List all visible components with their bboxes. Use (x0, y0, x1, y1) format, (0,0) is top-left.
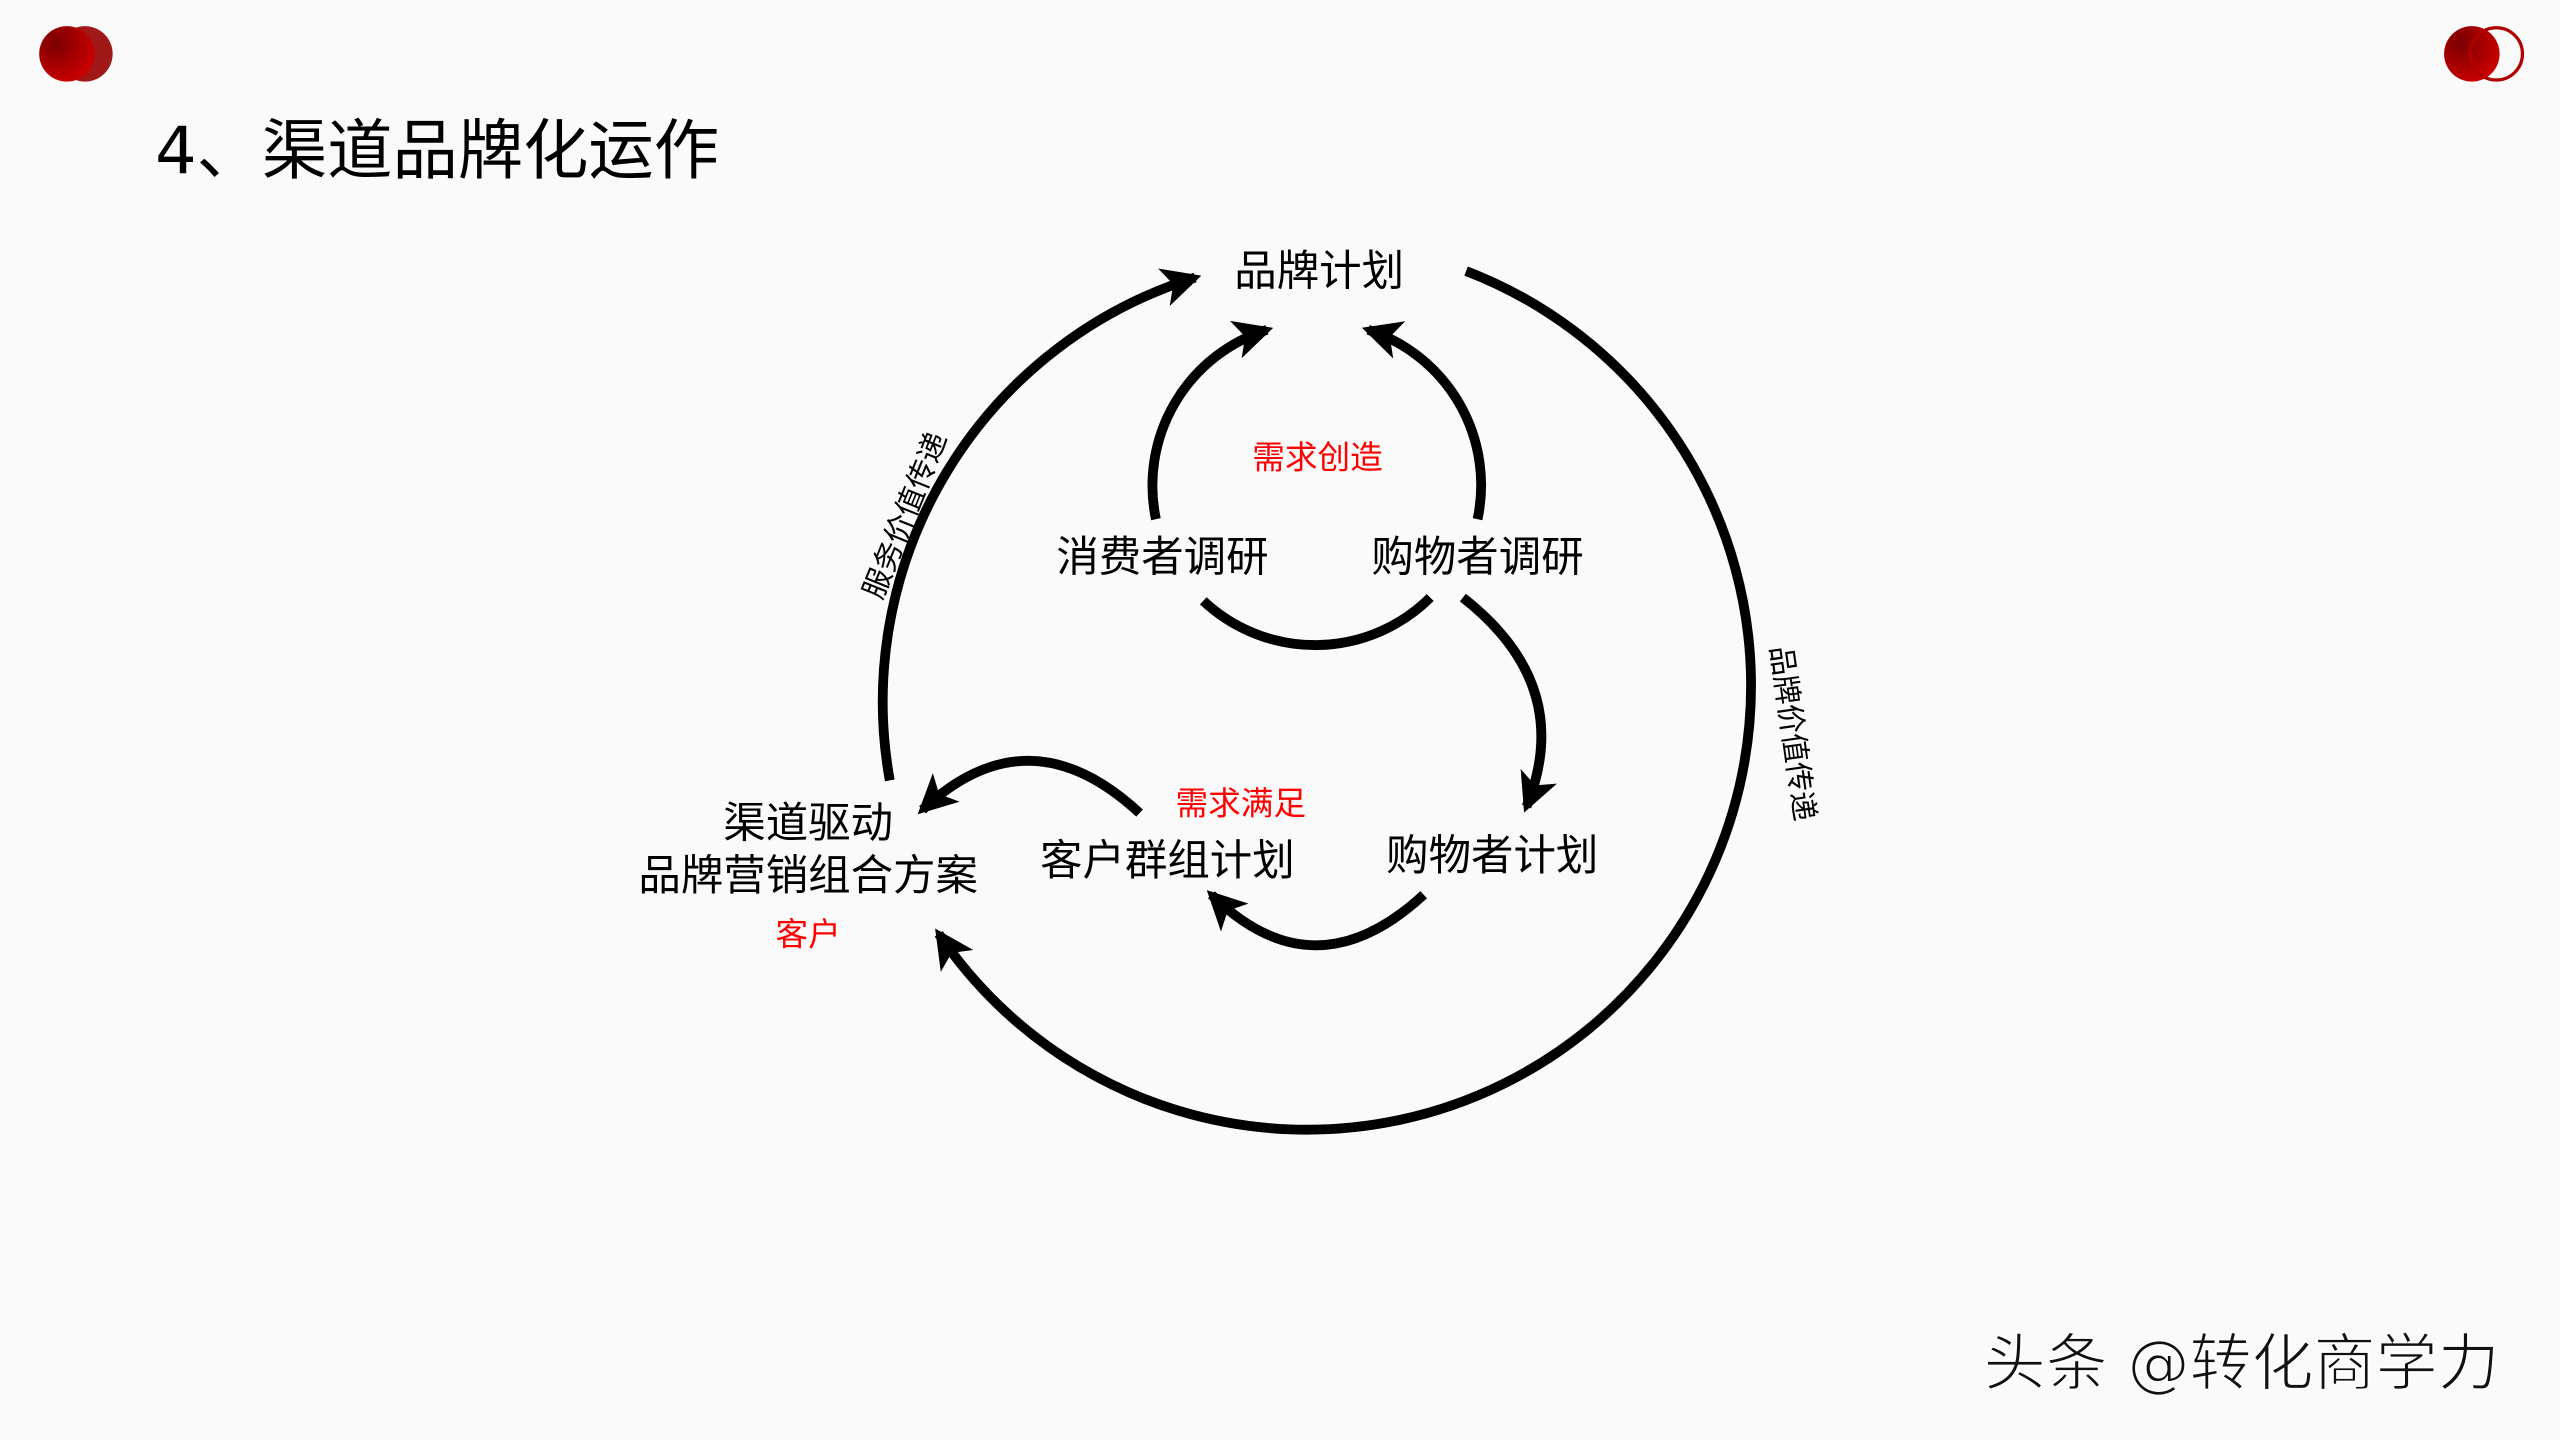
node-consumer-research: 消费者调研 (1056, 533, 1268, 582)
page-title: 4、渠道品牌化运作 (155, 113, 719, 189)
logo-right (2444, 26, 2525, 82)
node-customer-group-plan: 客户群组计划 (1040, 837, 1295, 886)
arrow-research-to-plan (1459, 593, 1557, 813)
arrow-service-value (877, 268, 1202, 782)
arrow-brand-value (934, 266, 1756, 1135)
arrow-plan-to-group (1206, 890, 1427, 951)
label-demand-fulfillment: 需求满足 (1176, 785, 1307, 823)
node-customer: 客户 (776, 915, 841, 953)
watermark: 头条 @转化商学力 (1984, 1326, 2500, 1399)
node-brand-plan: 品牌计划 (1234, 248, 1404, 297)
node-channel-line1: 渠道驱动 (723, 800, 893, 849)
arrow-shopper-to-brand (1361, 321, 1487, 521)
logo-left (39, 26, 113, 82)
node-channel-line2: 品牌营销组合方案 (638, 852, 978, 901)
label-demand-creation: 需求创造 (1252, 439, 1383, 477)
arrow-group-to-channel (917, 755, 1143, 817)
arrow-consumer-to-brand (1147, 320, 1274, 521)
arc-research-link (1199, 594, 1434, 650)
node-shopper-research: 购物者调研 (1371, 533, 1583, 582)
label-brand-value: 品牌价值传递 (1764, 644, 1822, 823)
node-shopper-plan: 购物者计划 (1386, 832, 1598, 881)
